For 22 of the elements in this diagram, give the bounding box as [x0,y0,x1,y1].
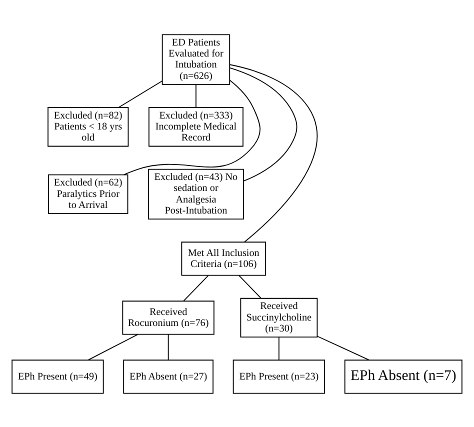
node-box: Excluded (n=43) No sedation or Analgesia Post-Intubation [148,168,244,220]
node-box: EPh Absent (n=7) [344,359,462,394]
connector [123,79,260,175]
connector [238,274,262,298]
connector [118,80,163,108]
connector [316,335,370,360]
node-box: Excluded (n=62) Paralytics Prior to Arrival [48,174,128,214]
connector [278,336,280,360]
node-box: ED Patients Evaluated for Intubation (n=626) [162,34,230,84]
node-box: EPh Present (n=49) [12,359,104,394]
node-box: Excluded (n=82) Patients < 18 yrs old [48,106,129,146]
connector [88,333,138,360]
node-box: EPh Absent (n=27) [123,359,214,394]
node-box: Met All Inclusion Criteria (n=106) [181,241,266,276]
connector [229,64,318,242]
node-box: Excluded (n=333) Incomplete Medical Record [148,106,244,146]
node-box: Received Succinylcholine (n=30) [240,297,318,338]
node-box: EPh Present (n=23) [232,359,326,394]
connector [168,334,169,360]
node-box: Received Rocuronium (n=76) [122,300,214,334]
connector [229,66,298,182]
connector [183,274,209,301]
